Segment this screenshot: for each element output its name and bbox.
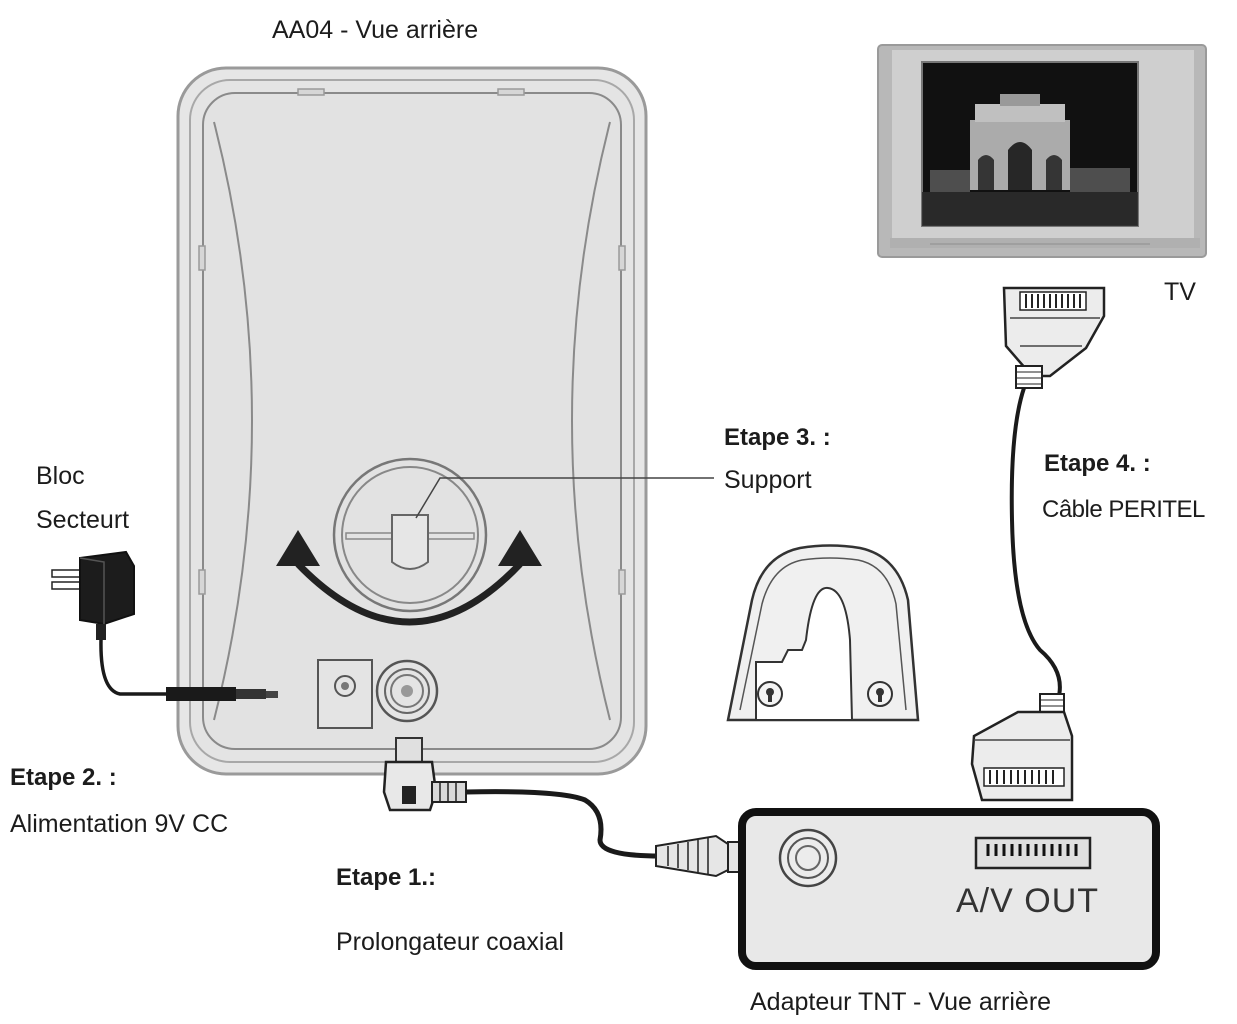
power-block-line2: Secteurt xyxy=(36,506,130,534)
step2-text: Alimentation 9V CC xyxy=(10,810,229,838)
step1-heading: Etape 1.: xyxy=(336,864,437,891)
step4-text: Câble PERITEL xyxy=(1042,496,1205,523)
step3-heading: Etape 3. : xyxy=(724,424,831,451)
antenna-back-view xyxy=(176,66,648,776)
scart-connector xyxy=(970,286,1106,802)
adapter-back-view xyxy=(738,808,1160,970)
power-adapter xyxy=(51,550,278,701)
step4-heading: Etape 4. : xyxy=(1044,450,1151,477)
step1-text: Prolongateur coaxial xyxy=(336,928,564,956)
tv-set xyxy=(877,44,1207,258)
tv-label: TV xyxy=(1164,278,1196,306)
stand-support xyxy=(726,544,920,722)
step2-heading: Etape 2. : xyxy=(10,764,117,791)
power-block-line1: Bloc xyxy=(36,462,85,490)
step3-text: Support xyxy=(724,466,812,494)
page-title: AA04 - Vue arrière xyxy=(272,16,479,44)
adapter-caption: Adapteur TNT - Vue arrière xyxy=(750,988,1052,1016)
av-out-label: A/V OUT xyxy=(956,882,1100,920)
support-callout-line xyxy=(415,477,714,519)
